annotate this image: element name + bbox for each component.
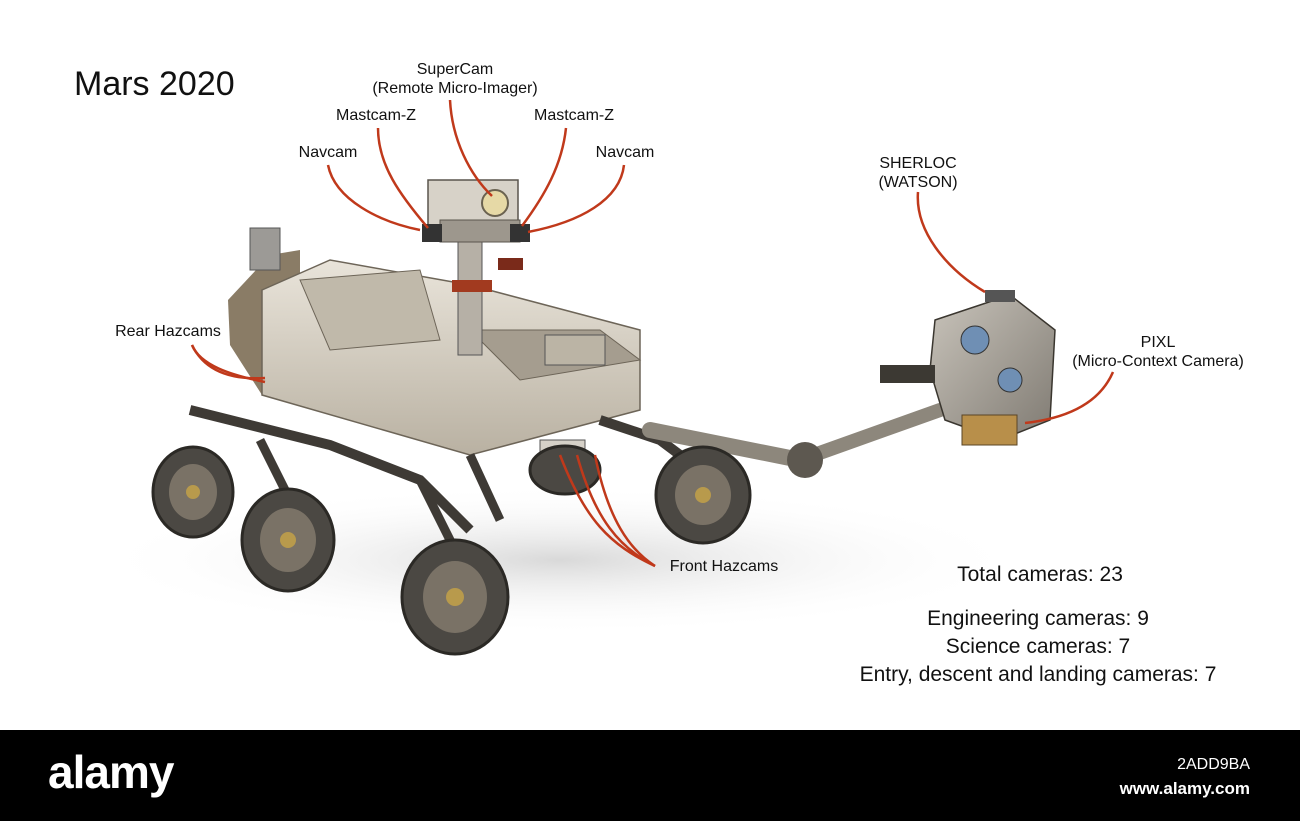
wheel-front-left bbox=[400, 538, 510, 656]
wheel-rear-left bbox=[151, 445, 235, 539]
label-pixl: PIXL (Micro-Context Camera) bbox=[1055, 333, 1261, 371]
leader-pixl bbox=[1024, 371, 1115, 425]
label-sherloc-detail: (WATSON) bbox=[878, 174, 958, 191]
label-mastcam-right: Mastcam-Z bbox=[534, 107, 614, 124]
leader-navcam-left bbox=[326, 164, 421, 232]
leader-lines bbox=[190, 99, 1115, 568]
label-pixl-name: PIXL bbox=[1140, 334, 1176, 351]
stat-engineering-cameras: Engineering cameras: 9 bbox=[927, 607, 1149, 630]
label-sherloc-name: SHERLOC bbox=[879, 155, 957, 172]
watermark-site: www.alamy.com bbox=[1119, 779, 1250, 798]
label-front-hazcams: Front Hazcams bbox=[669, 558, 779, 575]
label-pixl-detail: (Micro-Context Camera) bbox=[1072, 353, 1244, 370]
leader-rear-hazcams-2 bbox=[190, 344, 266, 380]
leader-supercam bbox=[448, 99, 493, 197]
watermark-bar bbox=[0, 730, 1300, 821]
label-mastcam-left: Mastcam-Z bbox=[336, 107, 416, 124]
leader-navcam-right bbox=[527, 164, 626, 234]
leader-front-hazcams-3 bbox=[593, 454, 656, 568]
diagram-title: Mars 2020 bbox=[74, 65, 235, 103]
stat-edl-cameras: Entry, descent and landing cameras: 7 bbox=[859, 663, 1217, 686]
leader-sherloc bbox=[916, 191, 986, 294]
watermark-logo: alamy bbox=[48, 746, 174, 798]
label-supercam: SuperCam (Remote Micro-Imager) bbox=[355, 60, 555, 98]
label-supercam-detail: (Remote Micro-Imager) bbox=[372, 80, 538, 97]
wheels bbox=[151, 444, 752, 656]
leader-front-hazcams-2 bbox=[575, 454, 656, 568]
leader-mastcam-left bbox=[376, 127, 429, 229]
wheel-middle-left bbox=[240, 487, 336, 593]
rover-body bbox=[188, 179, 703, 563]
label-supercam-name: SuperCam bbox=[416, 61, 494, 78]
watermark-image-id: 2ADD9BA bbox=[1177, 756, 1250, 773]
wheel-front-right bbox=[654, 445, 752, 545]
leader-mastcam-right bbox=[520, 127, 568, 227]
label-navcam-right: Navcam bbox=[595, 144, 655, 161]
stat-total-cameras: Total cameras: 23 bbox=[957, 563, 1123, 586]
stat-science-cameras: Science cameras: 7 bbox=[945, 635, 1131, 658]
label-navcam-left: Navcam bbox=[298, 144, 358, 161]
rover-illustration bbox=[90, 99, 1115, 656]
label-sherloc: SHERLOC (WATSON) bbox=[858, 154, 978, 192]
diagram-canvas: Mars 2020 SuperCam (Remote Micro-Imager)… bbox=[74, 60, 1261, 686]
label-rear-hazcams: Rear Hazcams bbox=[115, 323, 221, 340]
robotic-arm bbox=[642, 290, 1056, 478]
